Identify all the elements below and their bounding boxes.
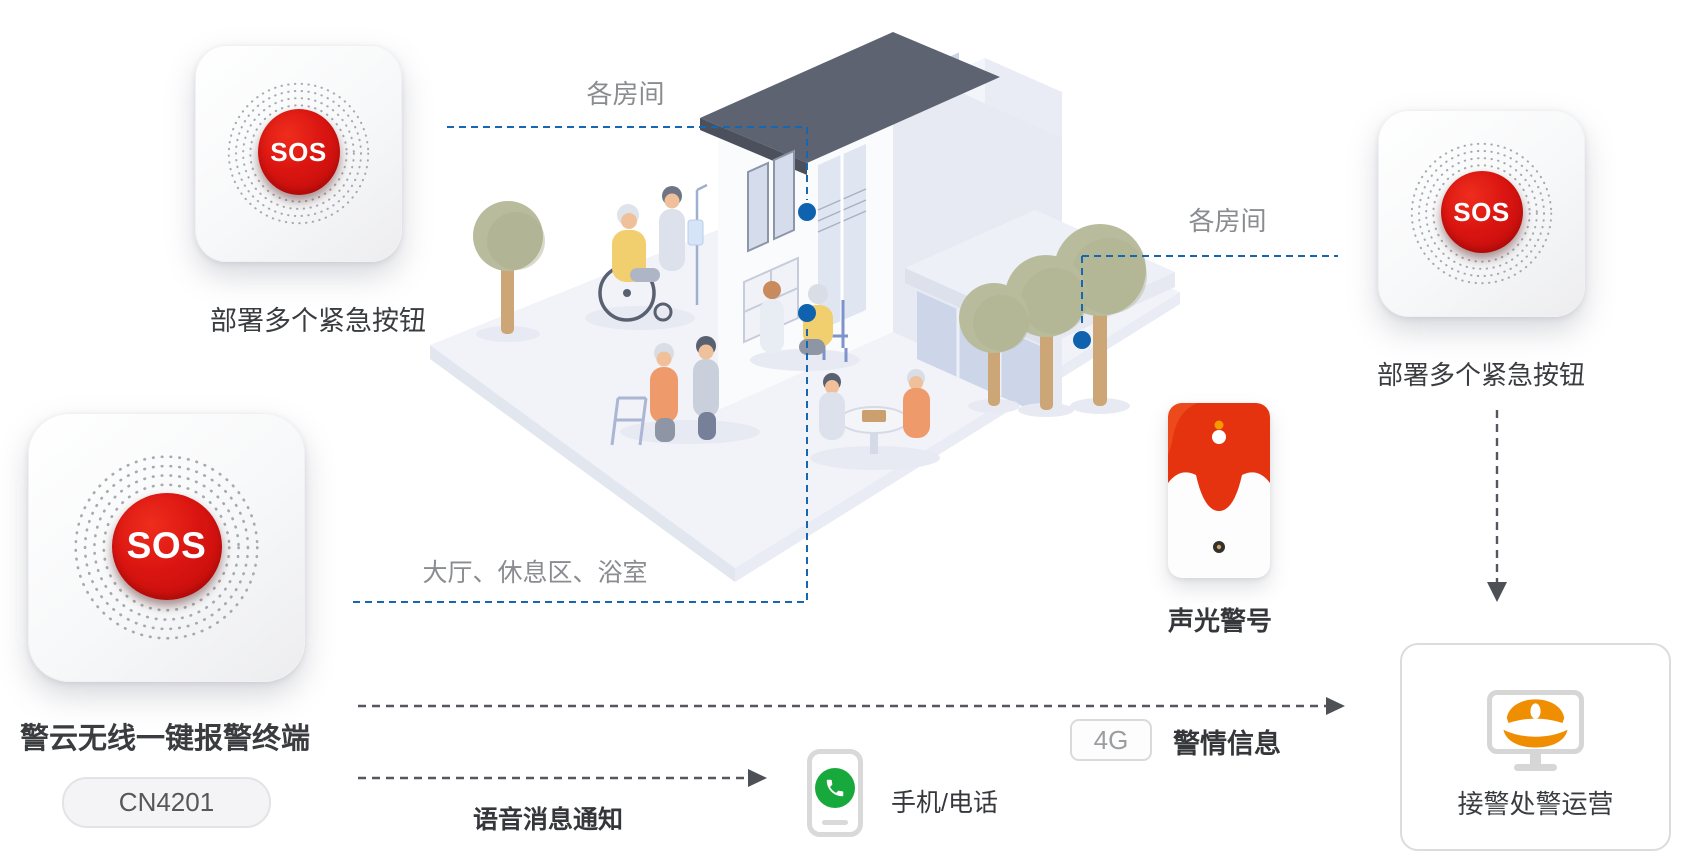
police-cap-icon xyxy=(1503,699,1568,748)
phone-home-bar xyxy=(822,820,848,825)
sos-terminal-device: SOS xyxy=(28,413,305,682)
dispatch-center-card: 接警处警运营 xyxy=(1400,643,1671,851)
terminal-name: 警云无线一键报警终端 xyxy=(19,723,310,755)
monitor-base xyxy=(1514,764,1557,771)
sos-red-button[interactable]: SOS xyxy=(1440,171,1523,254)
caption-top-left-buttons: 部署多个紧急按钮 xyxy=(210,306,426,336)
network-4g-badge: 4G xyxy=(1070,719,1152,761)
dispatch-center-label: 接警处警运营 xyxy=(1457,789,1614,819)
arrowhead-voice xyxy=(748,769,767,787)
mobile-phone-device xyxy=(807,749,863,837)
monitor-stand xyxy=(1530,754,1541,766)
alarm-info-label: 警情信息 xyxy=(1173,729,1281,759)
sos-text: SOS xyxy=(270,136,327,167)
node-dot-hall xyxy=(798,304,816,322)
siren-strobe-icon xyxy=(1168,403,1270,553)
zone-label-hall: 大厅、休息区、浴室 xyxy=(422,559,648,587)
monitor-icon xyxy=(1487,690,1584,754)
voice-notify-label: 语音消息通知 xyxy=(472,806,623,834)
sound-light-siren-device xyxy=(1168,403,1270,578)
phone-label: 手机/电话 xyxy=(891,789,998,817)
speaker-dot-rings-icon xyxy=(1410,142,1553,285)
sos-red-button[interactable]: SOS xyxy=(111,492,222,600)
network-4g-text: 4G xyxy=(1093,724,1129,755)
node-dot-right-wing xyxy=(1073,331,1091,349)
arrowhead-alarm xyxy=(1326,697,1345,715)
node-dot-upstairs xyxy=(798,203,816,221)
arrowhead-dispatch xyxy=(1487,582,1507,602)
sos-text: SOS xyxy=(126,525,207,567)
caption-right-buttons: 部署多个紧急按钮 xyxy=(1376,360,1585,390)
sos-text: SOS xyxy=(1453,196,1510,227)
sos-button-device-top-left: SOS xyxy=(195,45,402,262)
terminal-model: CN4201 xyxy=(118,787,215,817)
terminal-model-pill: CN4201 xyxy=(62,777,271,828)
sos-button-device-right: SOS xyxy=(1378,110,1585,317)
siren-caption: 声光警号 xyxy=(1167,606,1272,636)
zone-label-rooms-top: 各房间 xyxy=(586,79,665,109)
speaker-dot-rings-icon xyxy=(227,82,370,225)
zone-label-rooms-right: 各房间 xyxy=(1188,206,1267,236)
link-rooms-top xyxy=(447,126,808,200)
speaker-dot-rings-icon xyxy=(74,455,259,640)
sos-red-button[interactable]: SOS xyxy=(257,109,340,196)
call-icon xyxy=(815,768,855,808)
